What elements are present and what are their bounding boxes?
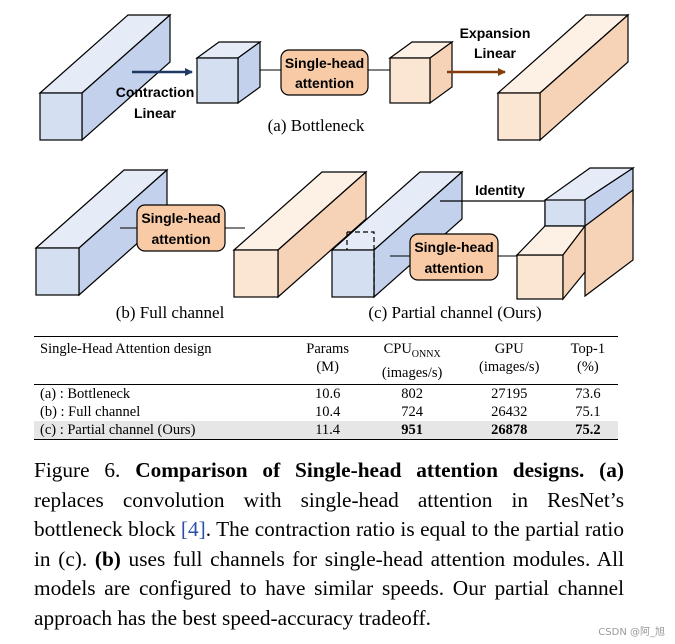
- cell-top1: 75.2: [575, 421, 601, 438]
- cell-gpu: 26432: [491, 403, 528, 420]
- caption-citation-link[interactable]: [4]: [180, 517, 206, 541]
- subcaption-a: (a) Bottleneck: [268, 116, 365, 135]
- svg-text:attention: attention: [151, 231, 210, 247]
- full-channel-output-block: [232, 170, 368, 299]
- svg-text:Single-head: Single-head: [285, 55, 364, 71]
- header-top1: Top-1(%): [570, 341, 606, 375]
- subcaption-c: (c) Partial channel (Ours): [368, 303, 541, 322]
- caption-text-1: replaces convolution with single-head at…: [34, 487, 624, 542]
- caption-b-tag: (b): [94, 546, 121, 571]
- single-head-attention-box-c: Single-head attention: [409, 233, 499, 281]
- table-row-highlighted: (c) : Partial channel (Ours) 11.4 951 26…: [34, 420, 618, 440]
- figure-caption: Figure 6. Comparison of Single-head atte…: [34, 456, 624, 633]
- subcaption-b: (b) Full channel: [116, 303, 225, 322]
- results-table: Single-Head Attention design Params(M) C…: [34, 336, 618, 440]
- table-row: (b) : Full channel 10.4 724 26432 75.1: [34, 403, 618, 421]
- caption-figure-label: Figure 6.: [34, 458, 121, 482]
- contraction-label: Contraction: [116, 84, 195, 100]
- contraction-linear-label: Linear: [134, 105, 177, 121]
- header-gpu: GPU(images/s): [479, 341, 540, 375]
- expansion-linear-label: Linear: [474, 45, 517, 61]
- caption-text-3: uses full channels for single-head atten…: [34, 546, 624, 630]
- cell-top1: 75.1: [575, 403, 601, 420]
- cell-cpu: 724: [401, 403, 423, 420]
- svg-text:Single-head: Single-head: [141, 210, 220, 226]
- cell-cpu: 802: [401, 385, 423, 402]
- full-channel-input-block: [34, 168, 169, 297]
- watermark: CSDN @阿_旭: [598, 627, 665, 638]
- figure-diagram: Contraction Linear Single-head attention…: [34, 13, 636, 322]
- partial-channel-output-block: [515, 166, 636, 301]
- caption-title: Comparison of Single-head attention desi…: [135, 458, 585, 482]
- cell-params: 10.6: [314, 385, 341, 402]
- single-head-attention-box-b: Single-head attention: [136, 204, 226, 252]
- header-cpu: CPUONNX(images/s): [381, 341, 443, 381]
- caption-a-tag: (a): [599, 458, 624, 482]
- cell-design: (b) : Full channel: [40, 403, 141, 420]
- table-row: (a) : Bottleneck 10.6 802 27195 73.6: [34, 384, 618, 403]
- identity-label: Identity: [475, 182, 525, 198]
- contracted-block: [195, 40, 262, 105]
- bottleneck-input-block: [38, 13, 172, 142]
- table-header-row: Single-Head Attention design Params(M) C…: [34, 336, 618, 385]
- svg-text:Single-head: Single-head: [414, 239, 493, 255]
- cell-design: (c) : Partial channel (Ours): [40, 421, 196, 438]
- cell-gpu: 26878: [491, 421, 528, 438]
- svg-text:attention: attention: [295, 75, 354, 91]
- bottleneck-output-block: [496, 13, 630, 142]
- header-design: Single-Head Attention design: [40, 341, 212, 357]
- header-params: Params(M): [306, 341, 349, 375]
- attended-block: [388, 40, 454, 105]
- cell-cpu: 951: [401, 421, 423, 438]
- expansion-label: Expansion: [460, 25, 531, 41]
- single-head-attention-box-a: Single-head attention: [280, 49, 369, 96]
- caption-text-2: . The contraction ratio is equal to the …: [34, 517, 624, 571]
- cell-params: 10.4: [314, 403, 341, 420]
- cell-gpu: 27195: [491, 385, 528, 402]
- cell-params: 11.4: [315, 421, 341, 438]
- svg-text:attention: attention: [424, 260, 483, 276]
- cell-design: (a) : Bottleneck: [40, 385, 131, 402]
- cell-top1: 73.6: [575, 385, 601, 402]
